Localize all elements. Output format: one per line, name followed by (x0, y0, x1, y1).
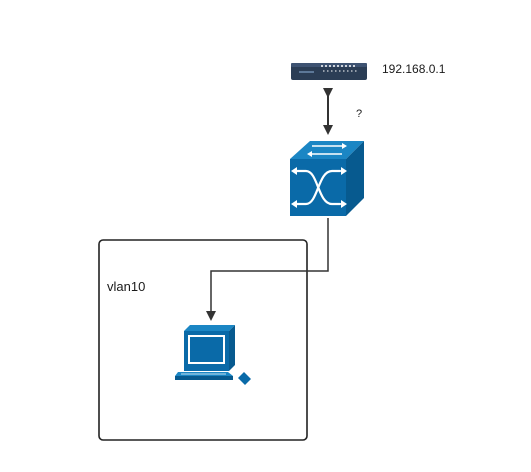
link-question-label: ? (356, 108, 362, 120)
router-icon (291, 63, 367, 80)
switch-workstation-link (206, 218, 329, 321)
workstation-icon (175, 325, 251, 385)
router-ip-label: 192.168.0.1 (382, 62, 446, 76)
vlan-container (98, 239, 308, 441)
layer3-switch-icon (290, 141, 364, 216)
vlan-label: vlan10 (107, 279, 145, 294)
